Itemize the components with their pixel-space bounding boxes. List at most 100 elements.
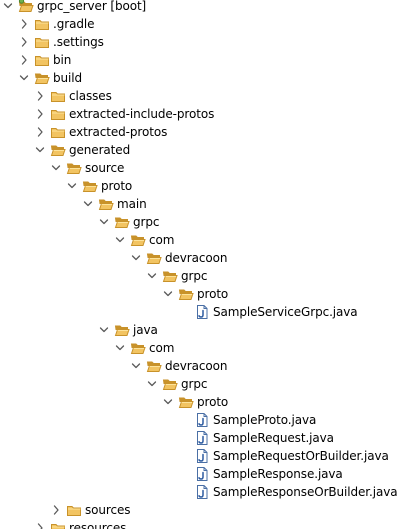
tree-node-grpc-com-folder[interactable]: com bbox=[0, 231, 400, 249]
tree-node-grpc-folder[interactable]: grpc bbox=[0, 213, 400, 231]
tree-node-sample-service-grpc-file[interactable]: SampleServiceGrpc.java bbox=[0, 303, 400, 321]
tree-node-label: extracted-protos bbox=[69, 125, 168, 139]
tree-node-grpc-server-project[interactable]: grpc_server [boot] bbox=[0, 0, 400, 15]
folder-open-icon bbox=[130, 340, 146, 356]
tree-node-resources-folder[interactable]: resources bbox=[0, 519, 400, 529]
folder-icon bbox=[50, 106, 66, 122]
chevron-down-icon[interactable] bbox=[66, 178, 78, 194]
tree-node-java-grpc-folder[interactable]: grpc bbox=[0, 375, 400, 393]
tree-node-classes-folder[interactable]: classes bbox=[0, 87, 400, 105]
chevron-down-icon[interactable] bbox=[130, 358, 142, 374]
tree-node-extracted-include-protos-folder[interactable]: extracted-include-protos bbox=[0, 105, 400, 123]
chevron-down-icon[interactable] bbox=[2, 0, 14, 14]
chevron-down-icon[interactable] bbox=[82, 196, 94, 212]
folder-open-icon bbox=[162, 268, 178, 284]
tree-node-java-proto-folder[interactable]: proto bbox=[0, 393, 400, 411]
tree-node-label: SampleRequestOrBuilder.java bbox=[213, 449, 389, 463]
folder-open-icon bbox=[114, 322, 130, 338]
chevron-right-icon[interactable] bbox=[18, 16, 30, 32]
folder-icon bbox=[50, 520, 66, 529]
tree-node-sample-request-or-builder-file[interactable]: SampleRequestOrBuilder.java bbox=[0, 447, 400, 465]
chevron-down-icon[interactable] bbox=[146, 268, 158, 284]
tree-node-grpc-devracoon-grpc-folder[interactable]: grpc bbox=[0, 267, 400, 285]
tree-node-label: .gradle bbox=[53, 17, 95, 31]
chevron-down-icon[interactable] bbox=[114, 232, 126, 248]
tree-node-sample-proto-file[interactable]: SampleProto.java bbox=[0, 411, 400, 429]
tree-node-label: classes bbox=[69, 89, 112, 103]
tree-node-extracted-protos-folder[interactable]: extracted-protos bbox=[0, 123, 400, 141]
tree-node-main-folder[interactable]: main bbox=[0, 195, 400, 213]
tree-node-label: main bbox=[117, 197, 147, 211]
tree-node-gradle-folder[interactable]: .gradle bbox=[0, 15, 400, 33]
tree-node-label: proto bbox=[101, 179, 133, 193]
tree-node-label: devracoon bbox=[165, 359, 228, 373]
chevron-down-icon[interactable] bbox=[114, 340, 126, 356]
tree-node-java-folder[interactable]: java bbox=[0, 321, 400, 339]
folder-icon bbox=[50, 124, 66, 140]
chevron-down-icon[interactable] bbox=[18, 70, 30, 86]
chevron-right-icon[interactable] bbox=[34, 88, 46, 104]
tree-node-label: bin bbox=[53, 53, 72, 67]
tree-node-label: java bbox=[133, 323, 158, 337]
tree-node-sample-request-file[interactable]: SampleRequest.java bbox=[0, 429, 400, 447]
chevron-down-icon[interactable] bbox=[162, 286, 174, 302]
tree-node-settings-folder[interactable]: .settings bbox=[0, 33, 400, 51]
java-file-icon bbox=[194, 412, 210, 428]
chevron-down-icon[interactable] bbox=[98, 322, 110, 338]
tree-node-label: com bbox=[149, 233, 175, 247]
tree-node-label: SampleResponse.java bbox=[213, 467, 343, 481]
folder-icon bbox=[34, 34, 50, 50]
chevron-right-icon[interactable] bbox=[34, 106, 46, 122]
chevron-right-icon[interactable] bbox=[50, 502, 62, 518]
tree-node-bin-folder[interactable]: bin bbox=[0, 51, 400, 69]
tree-node-label: SampleServiceGrpc.java bbox=[213, 305, 358, 319]
tree-node-java-devracoon-folder[interactable]: devracoon bbox=[0, 357, 400, 375]
tree-node-generated-folder[interactable]: generated bbox=[0, 141, 400, 159]
chevron-down-icon[interactable] bbox=[146, 376, 158, 392]
tree-node-build-folder[interactable]: build bbox=[0, 69, 400, 87]
tree-node-grpc-devracoon-folder[interactable]: devracoon bbox=[0, 249, 400, 267]
tree-node-label: sources bbox=[85, 503, 131, 517]
tree-node-source-folder[interactable]: source bbox=[0, 159, 400, 177]
tree-node-label: grpc bbox=[181, 269, 208, 283]
tree-node-label: SampleProto.java bbox=[213, 413, 317, 427]
tree-node-sample-response-file[interactable]: SampleResponse.java bbox=[0, 465, 400, 483]
java-file-icon bbox=[194, 448, 210, 464]
folder-open-icon bbox=[146, 250, 162, 266]
folder-open-icon bbox=[34, 70, 50, 86]
tree-node-proto-folder[interactable]: proto bbox=[0, 177, 400, 195]
folder-open-icon bbox=[82, 178, 98, 194]
folder-icon bbox=[66, 502, 82, 518]
tree-node-java-com-folder[interactable]: com bbox=[0, 339, 400, 357]
folder-icon bbox=[50, 88, 66, 104]
chevron-right-icon[interactable] bbox=[34, 124, 46, 140]
tree-node-label: com bbox=[149, 341, 175, 355]
chevron-down-icon[interactable] bbox=[130, 250, 142, 266]
folder-open-icon bbox=[98, 196, 114, 212]
chevron-right-icon[interactable] bbox=[18, 52, 30, 68]
chevron-down-icon[interactable] bbox=[162, 394, 174, 410]
tree-node-label: grpc bbox=[181, 377, 208, 391]
java-file-icon bbox=[194, 466, 210, 482]
folder-open-icon bbox=[178, 286, 194, 302]
java-file-icon bbox=[194, 430, 210, 446]
chevron-right-icon[interactable] bbox=[18, 34, 30, 50]
tree-node-label: devracoon bbox=[165, 251, 228, 265]
tree-node-label: generated bbox=[69, 143, 131, 157]
chevron-down-icon[interactable] bbox=[98, 214, 110, 230]
folder-icon bbox=[34, 52, 50, 68]
folder-icon bbox=[34, 16, 50, 32]
chevron-down-icon[interactable] bbox=[50, 160, 62, 176]
tree-node-sample-response-or-builder-file[interactable]: SampleResponseOrBuilder.java bbox=[0, 483, 400, 501]
chevron-right-icon[interactable] bbox=[34, 520, 46, 529]
tree-node-grpc-proto-folder[interactable]: proto bbox=[0, 285, 400, 303]
tree-node-label: grpc bbox=[133, 215, 160, 229]
tree-node-label: extracted-include-protos bbox=[69, 107, 215, 121]
folder-open-icon bbox=[178, 394, 194, 410]
tree-node-label: .settings bbox=[53, 35, 104, 49]
project-icon bbox=[18, 0, 34, 14]
tree-node-sources-folder[interactable]: sources bbox=[0, 501, 400, 519]
tree-node-label: grpc_server [boot] bbox=[37, 0, 147, 13]
chevron-down-icon[interactable] bbox=[34, 142, 46, 158]
